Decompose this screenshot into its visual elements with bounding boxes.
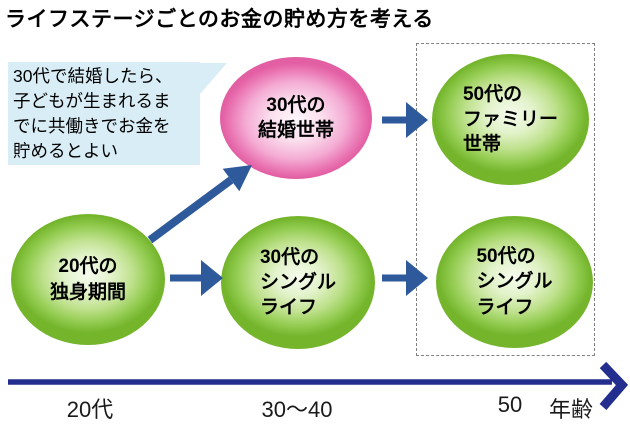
callout-line: でに共働きでお金を xyxy=(13,116,171,136)
callout-line: 貯めるとよい xyxy=(13,141,118,161)
node-label-line: 50代の xyxy=(462,83,523,105)
callout-note: 30代で結婚したら、 子どもが生まれるま でに共働きでお金を 貯めるとよい xyxy=(8,62,200,165)
node-label-line: 世帯 xyxy=(462,134,501,156)
node-label-line: 独身期間 xyxy=(49,281,126,303)
arrow-single20s-to-married30s-icon xyxy=(147,165,252,244)
node-label-line: ファミリー xyxy=(462,108,558,130)
node-label-line: 30代の xyxy=(259,246,320,268)
callout-tail xyxy=(200,63,227,94)
node-label-line: ライフ xyxy=(476,296,534,318)
node-label-line: シングル xyxy=(259,271,336,293)
node-label-line: 結婚世帯 xyxy=(257,120,334,141)
node-single-30s: 30代の シングル ライフ xyxy=(221,216,375,349)
node-label-line: 50代の xyxy=(476,246,536,268)
fifties-group-box xyxy=(416,43,595,356)
callout-line: 子どもが生まれるま xyxy=(13,91,171,111)
node-label-line: 30代の xyxy=(266,94,326,116)
node-label-line: 20代の xyxy=(58,256,118,278)
node-label-line: ライフ xyxy=(259,297,317,319)
arrow-single20s-to-single30s-icon xyxy=(170,260,223,296)
callout-line: 30代で結婚したら、 xyxy=(13,66,173,86)
node-label-line: シングル xyxy=(476,271,553,293)
axis-unit-label: 年齢 xyxy=(548,397,594,422)
axis-tick-50: 50 xyxy=(497,392,523,417)
axis-tick-20s: 20代 xyxy=(66,397,114,422)
axis-tick-30-40: 30〜40 xyxy=(261,397,333,422)
node-single-20s: 20代の 独身期間 xyxy=(11,214,165,345)
node-family-50s: 50代の ファミリー 世帯 xyxy=(432,54,589,185)
node-married-30s: 30代の 結婚世帯 xyxy=(220,57,372,179)
node-single-50s: 50代の シングル ライフ xyxy=(436,216,593,348)
page-title: ライフステージごとのお金の貯め方を考える xyxy=(5,8,434,31)
